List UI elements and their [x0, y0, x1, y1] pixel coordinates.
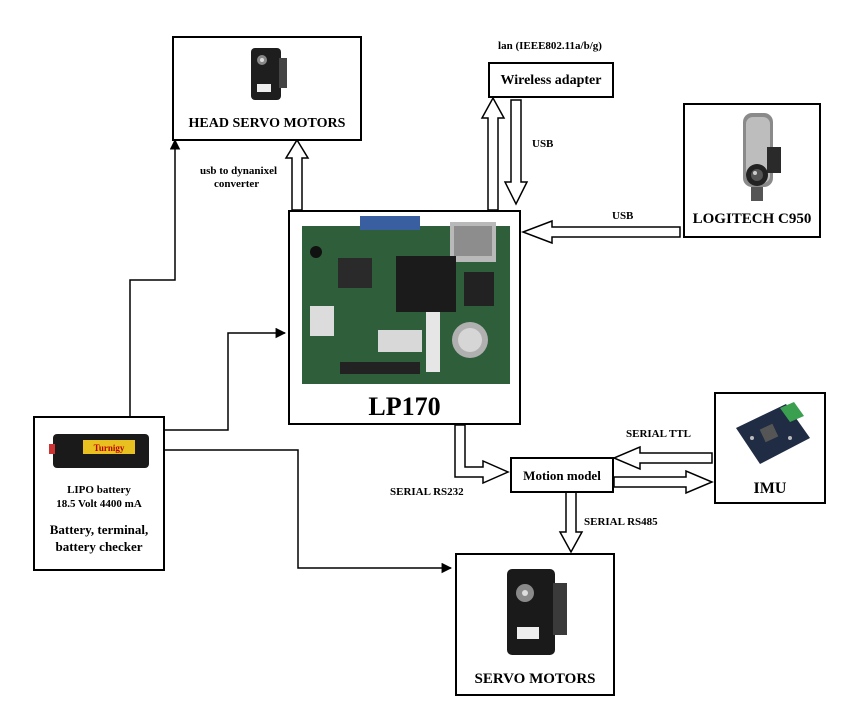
motion-model-label: Motion model: [523, 468, 601, 483]
head-servo-box: HEAD SERVO MOTORS: [172, 36, 362, 141]
battery-to-servo-line: [165, 449, 453, 574]
motherboard-picture: [302, 216, 510, 384]
battery-spec: 18.5 Volt 4400 mA: [56, 498, 142, 510]
head-servo-label: HEAD SERVO MOTORS: [188, 116, 346, 131]
servo-label: SERVO MOTORS: [474, 671, 596, 687]
battery-desc-2: battery checker: [55, 539, 143, 554]
edge-label-usb-dynamixel-2: converter: [214, 178, 260, 190]
imu-picture: [736, 402, 810, 464]
wireless-to-board-arrow: [503, 99, 529, 206]
edge-label-usb-wireless: USB: [532, 138, 554, 150]
board-to-head-servo-arrow: [284, 138, 310, 211]
motion-to-imu-arrow: [613, 469, 714, 495]
wireless-adapter-label: Wireless adapter: [500, 73, 602, 88]
servo-picture: [507, 569, 567, 655]
imu-box: IMU: [714, 392, 826, 504]
lp170-label: LP170: [368, 392, 441, 421]
head-servo-picture: [251, 48, 287, 100]
battery-box: Turnigy LIPO battery 18.5 Volt 4400 mA B…: [33, 416, 165, 571]
webcam-picture: [743, 113, 781, 201]
lp170-box: LP170: [288, 210, 521, 425]
edge-label-usb-dynamixel-1: usb to dynanixel: [200, 165, 278, 177]
camera-box: LOGITECH C950: [683, 103, 821, 238]
motion-to-servo-arrow: [558, 491, 584, 554]
battery-picture: Turnigy: [49, 434, 149, 468]
edge-label-serial-rs485: SERIAL RS485: [584, 516, 658, 528]
battery-name: LIPO battery: [67, 484, 131, 496]
servo-box: SERVO MOTORS: [455, 553, 615, 696]
edge-label-serial-rs232: SERIAL RS232: [390, 486, 464, 498]
imu-label: IMU: [753, 480, 787, 497]
battery-desc-1: Battery, terminal,: [49, 522, 149, 537]
camera-label: LOGITECH C950: [692, 211, 812, 227]
board-to-motion-arrow: [454, 424, 510, 485]
camera-to-board-arrow: [520, 219, 681, 245]
edge-label-serial-ttl: SERIAL TTL: [626, 428, 691, 440]
battery-brand-text: Turnigy: [94, 443, 125, 453]
battery-to-head-servo-line: [129, 138, 181, 416]
imu-to-motion-arrow: [612, 445, 713, 471]
motion-model-box: Motion model: [510, 457, 614, 493]
battery-to-board-line: [165, 327, 287, 431]
wireless-caption: lan (IEEE802.11a/b/g): [498, 40, 602, 52]
wireless-adapter-box: Wireless adapter: [488, 62, 614, 98]
edge-label-usb-camera: USB: [612, 210, 634, 222]
board-to-wireless-arrow: [480, 96, 506, 211]
